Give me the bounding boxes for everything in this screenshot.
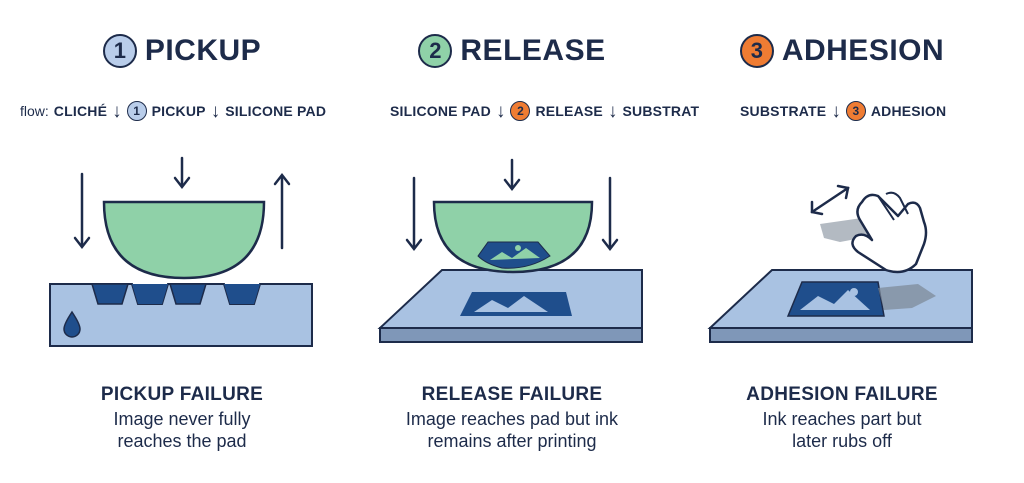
failure-description: Ink reaches part but later rubs off [712,408,972,452]
down-arrow-icon [73,172,91,250]
down-arrow-icon [405,176,423,252]
ink-well [168,283,208,305]
down-arrow-icon [601,176,619,252]
flow-step-name: ADHESION [870,103,947,119]
flow-from: SILICONE PAD [390,103,491,119]
flow-step-badge: 2 [510,101,531,121]
image-icon [477,241,551,269]
step-badge: 3 [739,34,774,68]
ink-residue [878,284,936,310]
flow-step-badge: 3 [845,101,866,121]
flow-from: SUBSTRATE [740,103,827,119]
failure-desc-line: Image reaches pad but ink [405,409,619,429]
flow-arrow-icon: ↓ [831,100,841,122]
flow-step-name: RELEASE [535,103,603,119]
flow-to: SUBSTRAT [622,103,700,119]
failure-title: PICKUP FAILURE [100,384,264,405]
panel-pickup: 1 PICKUP PICKUP FAILURE Image never full… [12,0,352,483]
step-badge: 2 [418,34,453,68]
release-scene [377,158,643,343]
flow-arrow-icon: ↓ [112,100,122,122]
silicone-pad [432,200,594,274]
failure-desc-line: Ink reaches part but [762,409,922,429]
failure-title: ADHESION FAILURE [746,384,938,405]
failure-desc-line: reaches the pad [117,431,247,451]
panel-title: 2 RELEASE [342,34,682,68]
double-arrow-icon [810,184,850,216]
substrate-edge [379,327,643,343]
flow-from: CLICHÉ [53,103,108,119]
failure-title: RELEASE FAILURE [421,384,603,405]
pickup-scene [49,156,313,347]
panel-adhesion: 3 ADHESION ADHESION FAILURE Ink reaches … [672,0,1012,483]
flow-segment-2: SILICONE PAD ↓ 2 RELEASE ↓ SUBSTRAT [390,101,699,121]
failure-description: Image reaches pad but ink remains after … [382,408,642,452]
step-title: RELEASE [460,34,606,67]
panel-release: 2 RELEASE RELEASE FAILURE Image reaches … [342,0,682,483]
ink-well [224,284,260,304]
flow-line: flow: CLICHÉ ↓ 1 PICKUP ↓ SILICONE PAD S… [0,101,1024,125]
image-icon [786,281,885,317]
flow-step-badge: 1 [126,101,147,121]
panel-title: 3 ADHESION [672,34,1012,68]
substrate-edge [709,327,973,343]
failure-description: Image never fully reaches the pad [52,408,312,452]
failure-desc-line: later rubs off [792,431,892,451]
flow-arrow-icon: ↓ [210,100,221,122]
down-arrow-icon [503,158,521,192]
flow-step-name: PICKUP [151,103,206,119]
flow-segment-3: SUBSTRATE ↓ 3 ADHESION [740,101,946,121]
step-title: ADHESION [781,34,945,67]
flow-arrow-icon: ↓ [607,100,618,122]
adhesion-scene [707,184,973,343]
failure-desc-line: remains after printing [427,431,597,451]
ink-drop-icon [63,310,81,338]
failure-desc-line: Image never fully [113,409,251,429]
step-badge: 1 [102,34,137,68]
flow-prefix: flow: [20,103,49,119]
panel-title: 1 PICKUP [12,34,352,68]
up-arrow-icon [273,172,291,250]
down-arrow-icon [173,156,191,190]
step-title: PICKUP [144,34,262,67]
flow-segment-1: flow: CLICHÉ ↓ 1 PICKUP ↓ SILICONE PAD [20,101,326,121]
flow-to: SILICONE PAD [225,103,327,119]
silicone-pad [102,200,266,280]
flow-arrow-icon: ↓ [495,100,506,122]
ink-well [132,284,168,304]
ink-well [90,283,130,305]
